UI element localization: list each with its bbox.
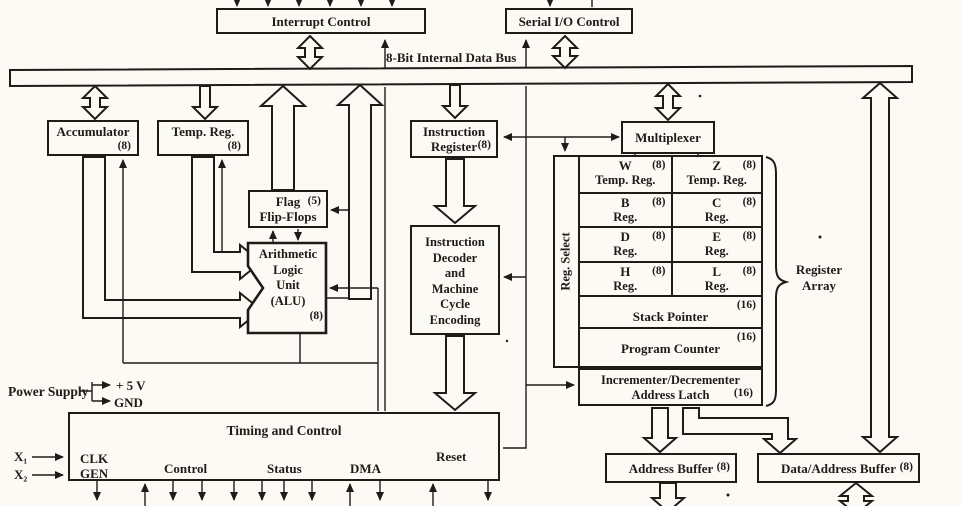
reg-select-label: Reg. Select xyxy=(559,232,573,291)
bus-label: 8-Bit Internal Data Bus xyxy=(386,50,517,65)
address-buffer-label: Address Buffer xyxy=(628,461,714,476)
stack-pointer: (16)Stack Pointer xyxy=(580,295,761,327)
arrow-accumulator-to-alu-input xyxy=(82,156,263,330)
program-counter: (16)Program Counter xyxy=(580,327,761,366)
temp-reg-label: Temp. Reg. xyxy=(171,124,235,139)
temp-reg-box: Temp. Reg. (8) xyxy=(157,120,249,156)
arrow-serial-bus-bidir xyxy=(550,34,580,70)
arrow-ir-to-decoder xyxy=(432,158,478,225)
x1-label: X₁ xyxy=(14,449,28,464)
multiplexer-label: Multiplexer xyxy=(635,130,701,145)
arrow-addressbuffer-out xyxy=(649,482,687,506)
reg-select-column: Reg. Select xyxy=(555,157,580,366)
arrow-decoder-to-timing xyxy=(432,335,478,412)
alu-outline xyxy=(246,241,328,335)
instruction-register-box: Instruction Register (8) xyxy=(410,120,498,158)
clk-gen-label: CLK GEN xyxy=(80,451,109,481)
arrow-incrementer-to-addressbuffer xyxy=(641,407,679,454)
control-label: Control xyxy=(164,461,208,476)
accumulator-label: Accumulator xyxy=(56,124,130,139)
dma-label: DMA xyxy=(350,461,382,476)
incrementer-decrementer-address-latch: Incrementer/Decrementer Address Latch (1… xyxy=(578,368,763,406)
arrow-bus-dataaddressbuffer-bidir xyxy=(860,81,900,454)
serial-vertical-line xyxy=(503,86,527,449)
arrow-bus-multiplexer-bidir xyxy=(653,82,683,122)
scan-speck xyxy=(818,235,822,239)
scan-speck xyxy=(505,339,509,343)
arrow-dataaddressbuffer-out-bidir xyxy=(837,481,875,506)
accumulator-box: Accumulator (8) xyxy=(47,120,139,156)
register-array-brace-label: Register Array xyxy=(795,262,843,293)
register-array-brace xyxy=(765,156,790,407)
flag-flip-flops-box: Flag (5) Flip-Flops xyxy=(248,190,328,228)
arrow-flag-to-bus-up xyxy=(258,84,308,191)
timing-and-control-box: Timing and Control CLK GEN Control Statu… xyxy=(68,412,500,481)
scan-speck xyxy=(698,94,702,98)
arrow-bus-instruction-register-down xyxy=(440,84,470,120)
flag-label: Flag xyxy=(275,194,301,209)
plus5v-label: + 5 V xyxy=(116,378,146,393)
arrow-interrupt-bus-bidir xyxy=(295,34,325,71)
serial-io-control-box: Serial I/O Control xyxy=(505,8,633,34)
power-supply-label: Power Supply xyxy=(8,384,89,399)
arrow-bus-accumulator-bidir xyxy=(80,84,110,121)
interrupt-control-box: Interrupt Control xyxy=(216,8,426,34)
gnd-label: GND xyxy=(114,395,143,410)
interrupt-control-label: Interrupt Control xyxy=(271,13,371,29)
alu-label: Arithmetic Logic Unit (ALU) (8) xyxy=(258,247,323,322)
data-address-buffer-box: Data/Address Buffer (8) xyxy=(757,453,920,483)
arrow-alu-to-bus-up xyxy=(335,83,385,300)
arrow-bus-tempreg-down xyxy=(190,85,220,121)
x2-label: X₂ xyxy=(14,467,28,482)
reset-label: Reset xyxy=(436,449,467,464)
status-label: Status xyxy=(267,461,302,476)
internal-data-bus-bar xyxy=(9,64,913,88)
timing-title: Timing and Control xyxy=(226,423,342,438)
multiplexer-box: Multiplexer xyxy=(621,121,715,154)
scan-speck xyxy=(726,493,730,497)
instruction-decoder-box: Instruction Decoder and Machine Cycle En… xyxy=(410,225,500,335)
address-buffer-box: Address Buffer (8) xyxy=(605,453,737,483)
arrow-incrementer-to-dataaddressbuffer xyxy=(682,407,799,455)
data-address-buffer-label: Data/Address Buffer xyxy=(781,461,896,476)
serial-io-control-label: Serial I/O Control xyxy=(518,13,620,29)
